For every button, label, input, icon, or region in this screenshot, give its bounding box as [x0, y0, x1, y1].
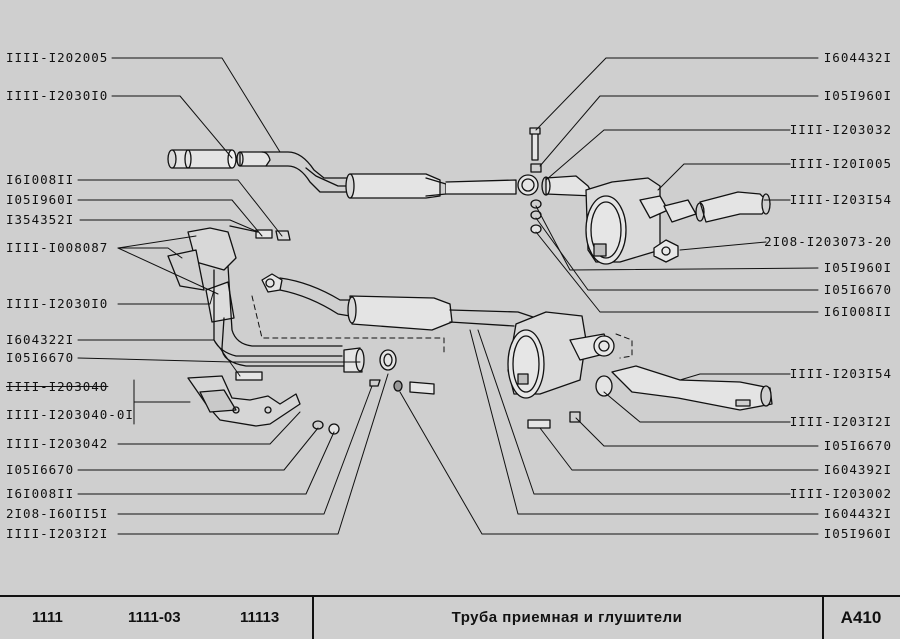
part-label-right: IIII-I20I005	[789, 156, 892, 171]
lower-fasteners-drawing	[187, 375, 581, 435]
part-label-left: I05I6670	[6, 350, 75, 365]
part-label-right: I604432I	[823, 50, 892, 65]
model-code-1: 1111	[32, 609, 63, 626]
footer-title-block: 1111 1111-03 11113 Труба приемная и глуш…	[0, 595, 900, 639]
part-label-right: I604432I	[823, 506, 892, 521]
part-label-right: I05I6670	[823, 282, 892, 297]
footer-divider	[822, 597, 824, 639]
leader-lines-left	[77, 57, 389, 535]
exhaust-system-drawing	[77, 57, 819, 535]
part-label-left: I6I008II	[6, 486, 75, 501]
part-label-left: I05I6670	[6, 462, 75, 477]
part-label-left: IIII-I2030I0	[6, 296, 109, 311]
page-code: A410	[840, 608, 882, 627]
part-label-left: IIII-I203042	[6, 436, 109, 451]
leader-lines-right	[399, 57, 819, 535]
part-label-right: I604392I	[823, 462, 892, 477]
part-label-left: I354352I	[6, 212, 75, 227]
page-title: Труба приемная и глушители	[451, 609, 683, 626]
part-label-right: I05I960I	[823, 88, 892, 103]
part-label-left: IIII-I008087	[6, 240, 109, 255]
part-label-right: I05I960I	[823, 526, 892, 541]
part-label-left: IIII-I202005	[6, 50, 109, 65]
part-label-left: IIII-I203040-0I	[6, 407, 134, 422]
upper-front-pipe-drawing	[167, 149, 539, 199]
part-label-left: I05I960I	[6, 192, 75, 207]
dashed-guide-line	[251, 295, 633, 359]
part-label-right: I05I960I	[823, 260, 892, 275]
part-label-left: I6I008II	[6, 172, 75, 187]
lower-rear-muffler-drawing	[507, 311, 773, 411]
model-code-2: 1111-03	[128, 609, 181, 626]
upper-rear-muffler-drawing	[541, 175, 771, 265]
parts-diagram: IIII-I202005 IIII-I2030I0 I6I008II I05I9…	[6, 50, 892, 541]
model-code-3: 11113	[240, 609, 280, 626]
part-label-right: IIII-I203I2I	[789, 414, 892, 429]
part-label-left: IIII-I2030I0	[6, 88, 109, 103]
part-label-right: IIII-I203002	[789, 486, 892, 501]
part-label-left: 2I08-I60II5I	[6, 506, 109, 521]
lower-intermediate-pipe-drawing	[261, 273, 537, 331]
part-label-right: IIII-I203I54	[789, 366, 892, 381]
part-label-right: I05I6670	[823, 438, 892, 453]
part-label-left: I604322I	[6, 332, 75, 347]
part-label-left-superseded: IIII-I203040	[6, 379, 109, 394]
part-label-right: I6I008II	[823, 304, 892, 319]
footer-divider	[312, 597, 314, 639]
part-label-right: IIII-I203032	[789, 122, 892, 137]
part-label-right: IIII-I203I54	[789, 192, 892, 207]
part-label-right: 2I08-I203073-20	[764, 234, 892, 249]
part-label-left: IIII-I203I2I	[6, 526, 109, 541]
